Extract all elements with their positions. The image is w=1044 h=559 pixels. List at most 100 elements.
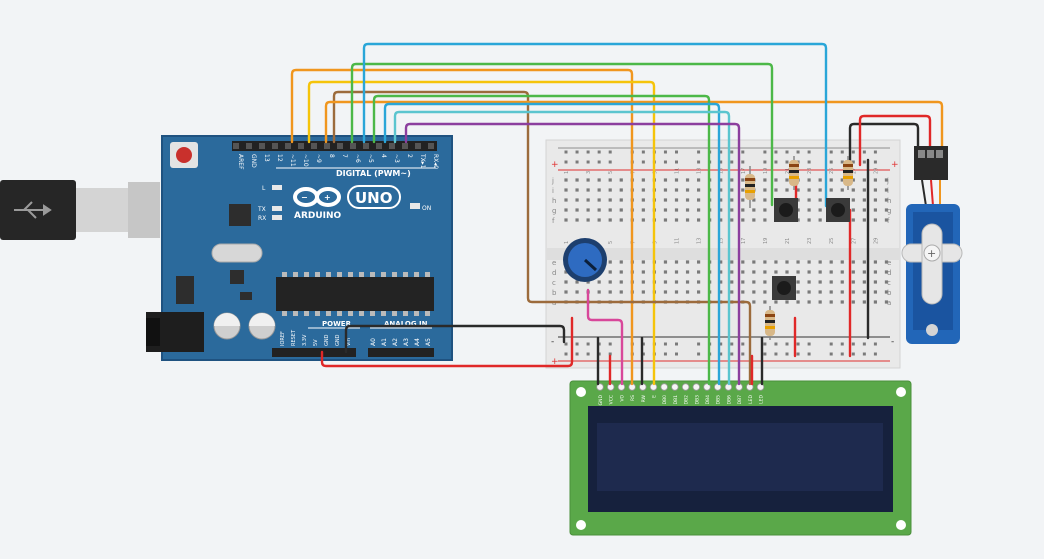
pushbutton-2[interactable] <box>826 198 850 222</box>
servo-horn: + <box>901 223 963 305</box>
led-label-tx: TX <box>257 206 266 213</box>
analog-pin-label: A5 <box>425 338 432 346</box>
power-pin-label: IOREF <box>280 331 286 346</box>
row-letter: g <box>552 207 556 215</box>
power-label: POWER <box>322 320 352 328</box>
column-number: 23 <box>807 168 813 174</box>
power-pin-label: 3.3V <box>302 334 308 346</box>
digital-pin-label: ~10 <box>302 154 309 167</box>
row-letter: c <box>552 279 556 287</box>
column-number: 11 <box>675 238 681 244</box>
column-number: 29 <box>873 238 879 244</box>
digital-pin-label: ~11 <box>289 154 296 167</box>
usb-cable <box>0 180 160 240</box>
column-number: 15 <box>719 168 725 174</box>
row-letter: c <box>887 279 891 287</box>
wire-red-5v <box>320 316 574 368</box>
column-number: 25 <box>829 238 835 244</box>
resistor-4[interactable] <box>765 306 775 340</box>
resistor-2[interactable] <box>789 156 799 190</box>
power-pin-label: RESET <box>291 329 297 346</box>
power-pin-label: GND <box>324 334 330 346</box>
row-letter: g <box>887 207 891 215</box>
uno-model-text: UNO <box>355 189 393 207</box>
usb-chip <box>229 204 251 226</box>
reset-button[interactable] <box>176 147 192 163</box>
row-letter: b <box>887 289 892 297</box>
wire-red-servo <box>858 114 932 167</box>
row-letter: b <box>552 289 557 297</box>
column-number: 9 <box>652 241 658 244</box>
servo-motor[interactable]: + <box>901 146 963 344</box>
row-letter: h <box>552 197 556 205</box>
column-number: 3 <box>586 171 592 174</box>
analog-header[interactable] <box>368 348 434 357</box>
arduino-logo: − + ARDUINO UNO <box>293 185 401 221</box>
row-letter: h <box>887 197 891 205</box>
row-letter: e <box>887 259 891 267</box>
potentiometer[interactable] <box>563 238 607 282</box>
wire-teal-d4 <box>393 110 731 386</box>
digital-pin-label: GND <box>250 154 257 168</box>
power-pin-label: 5V <box>313 339 319 346</box>
pushbutton-1[interactable] <box>774 198 798 222</box>
row-letter: f <box>552 217 555 225</box>
wire-yellow-d11 <box>307 80 656 386</box>
column-number: 23 <box>807 238 813 244</box>
wire-green-d6 <box>372 94 711 386</box>
digital-pin-label: RX◂0 <box>432 154 439 169</box>
row-letter: f <box>887 217 890 225</box>
digital-header[interactable] <box>232 141 437 151</box>
wires[interactable] <box>290 42 944 386</box>
wire-blue-d7 <box>362 42 828 208</box>
wire-green-d8 <box>350 62 774 207</box>
power-header[interactable] <box>272 348 356 357</box>
atmega-chip <box>276 277 434 311</box>
pushbutton-3[interactable] <box>772 276 796 300</box>
led-label-l: L <box>262 185 266 192</box>
breadboard-holes[interactable] <box>564 150 889 356</box>
row-letter: e <box>552 259 556 267</box>
column-number: 13 <box>697 168 703 174</box>
digital-pin-label: AREF <box>237 154 244 170</box>
lcd-pin-label: DB7 <box>737 395 743 405</box>
lcd-pin-label: LED <box>748 394 754 403</box>
wire-orange-d12 <box>290 68 634 386</box>
svg-text:+: + <box>891 160 899 170</box>
analog-pin-label: A2 <box>392 338 399 346</box>
column-number: 19 <box>763 168 769 174</box>
digital-pin-label: 7 <box>341 154 348 158</box>
lcd-pin-label: DB0 <box>662 395 668 405</box>
digital-pin-label: 13 <box>263 154 270 162</box>
column-number: 19 <box>763 238 769 244</box>
lcd-pin-label: DB3 <box>694 395 700 405</box>
row-letter: i <box>887 187 889 195</box>
lcd-pin-label: RW <box>641 394 647 402</box>
column-number: 1 <box>564 241 570 244</box>
row-letter: d <box>552 269 556 277</box>
lcd-pin-label: VCC <box>609 395 615 404</box>
resistor-1[interactable] <box>745 166 755 208</box>
row-letter: i <box>552 187 554 195</box>
led-indicators: L TX RX ON <box>257 185 431 222</box>
digital-pin-label: ~5 <box>367 154 374 163</box>
wire-purple-d3 <box>404 122 741 386</box>
on-led-label: ON <box>422 205 431 212</box>
resistor-3[interactable] <box>843 156 853 190</box>
digital-pin-label: ~3 <box>393 154 400 163</box>
row-letter: a <box>887 299 891 307</box>
column-number: 21 <box>785 168 791 174</box>
analog-pin-label: A4 <box>414 338 421 346</box>
column-number: 29 <box>873 168 879 174</box>
analog-pin-label: A1 <box>381 338 388 346</box>
svg-text:+: + <box>551 357 559 367</box>
lcd-screen <box>597 423 883 491</box>
column-number: 1 <box>564 171 570 174</box>
digital-pin-label: ~9 <box>315 154 322 163</box>
